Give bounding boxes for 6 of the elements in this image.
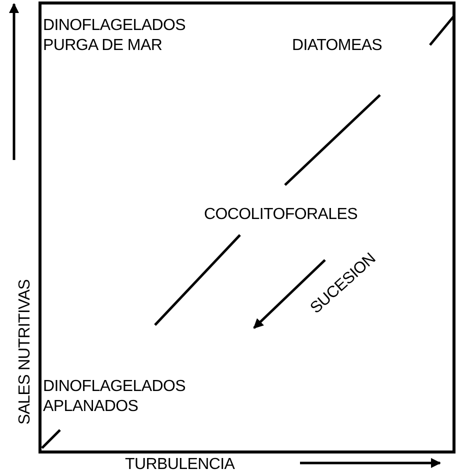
taxon-label: DINOFLAGELADOS APLANADOS	[43, 377, 213, 417]
taxon-label: DINOFLAGELADOS PURGA DE MAR	[43, 16, 233, 56]
axis-label: SALES NUTRITIVAS	[16, 279, 35, 425]
axis-label: TURBULENCIA	[125, 456, 235, 474]
taxon-label: DIATOMEAS	[292, 36, 442, 56]
taxon-label: COCOLITOFORALES	[204, 205, 374, 225]
